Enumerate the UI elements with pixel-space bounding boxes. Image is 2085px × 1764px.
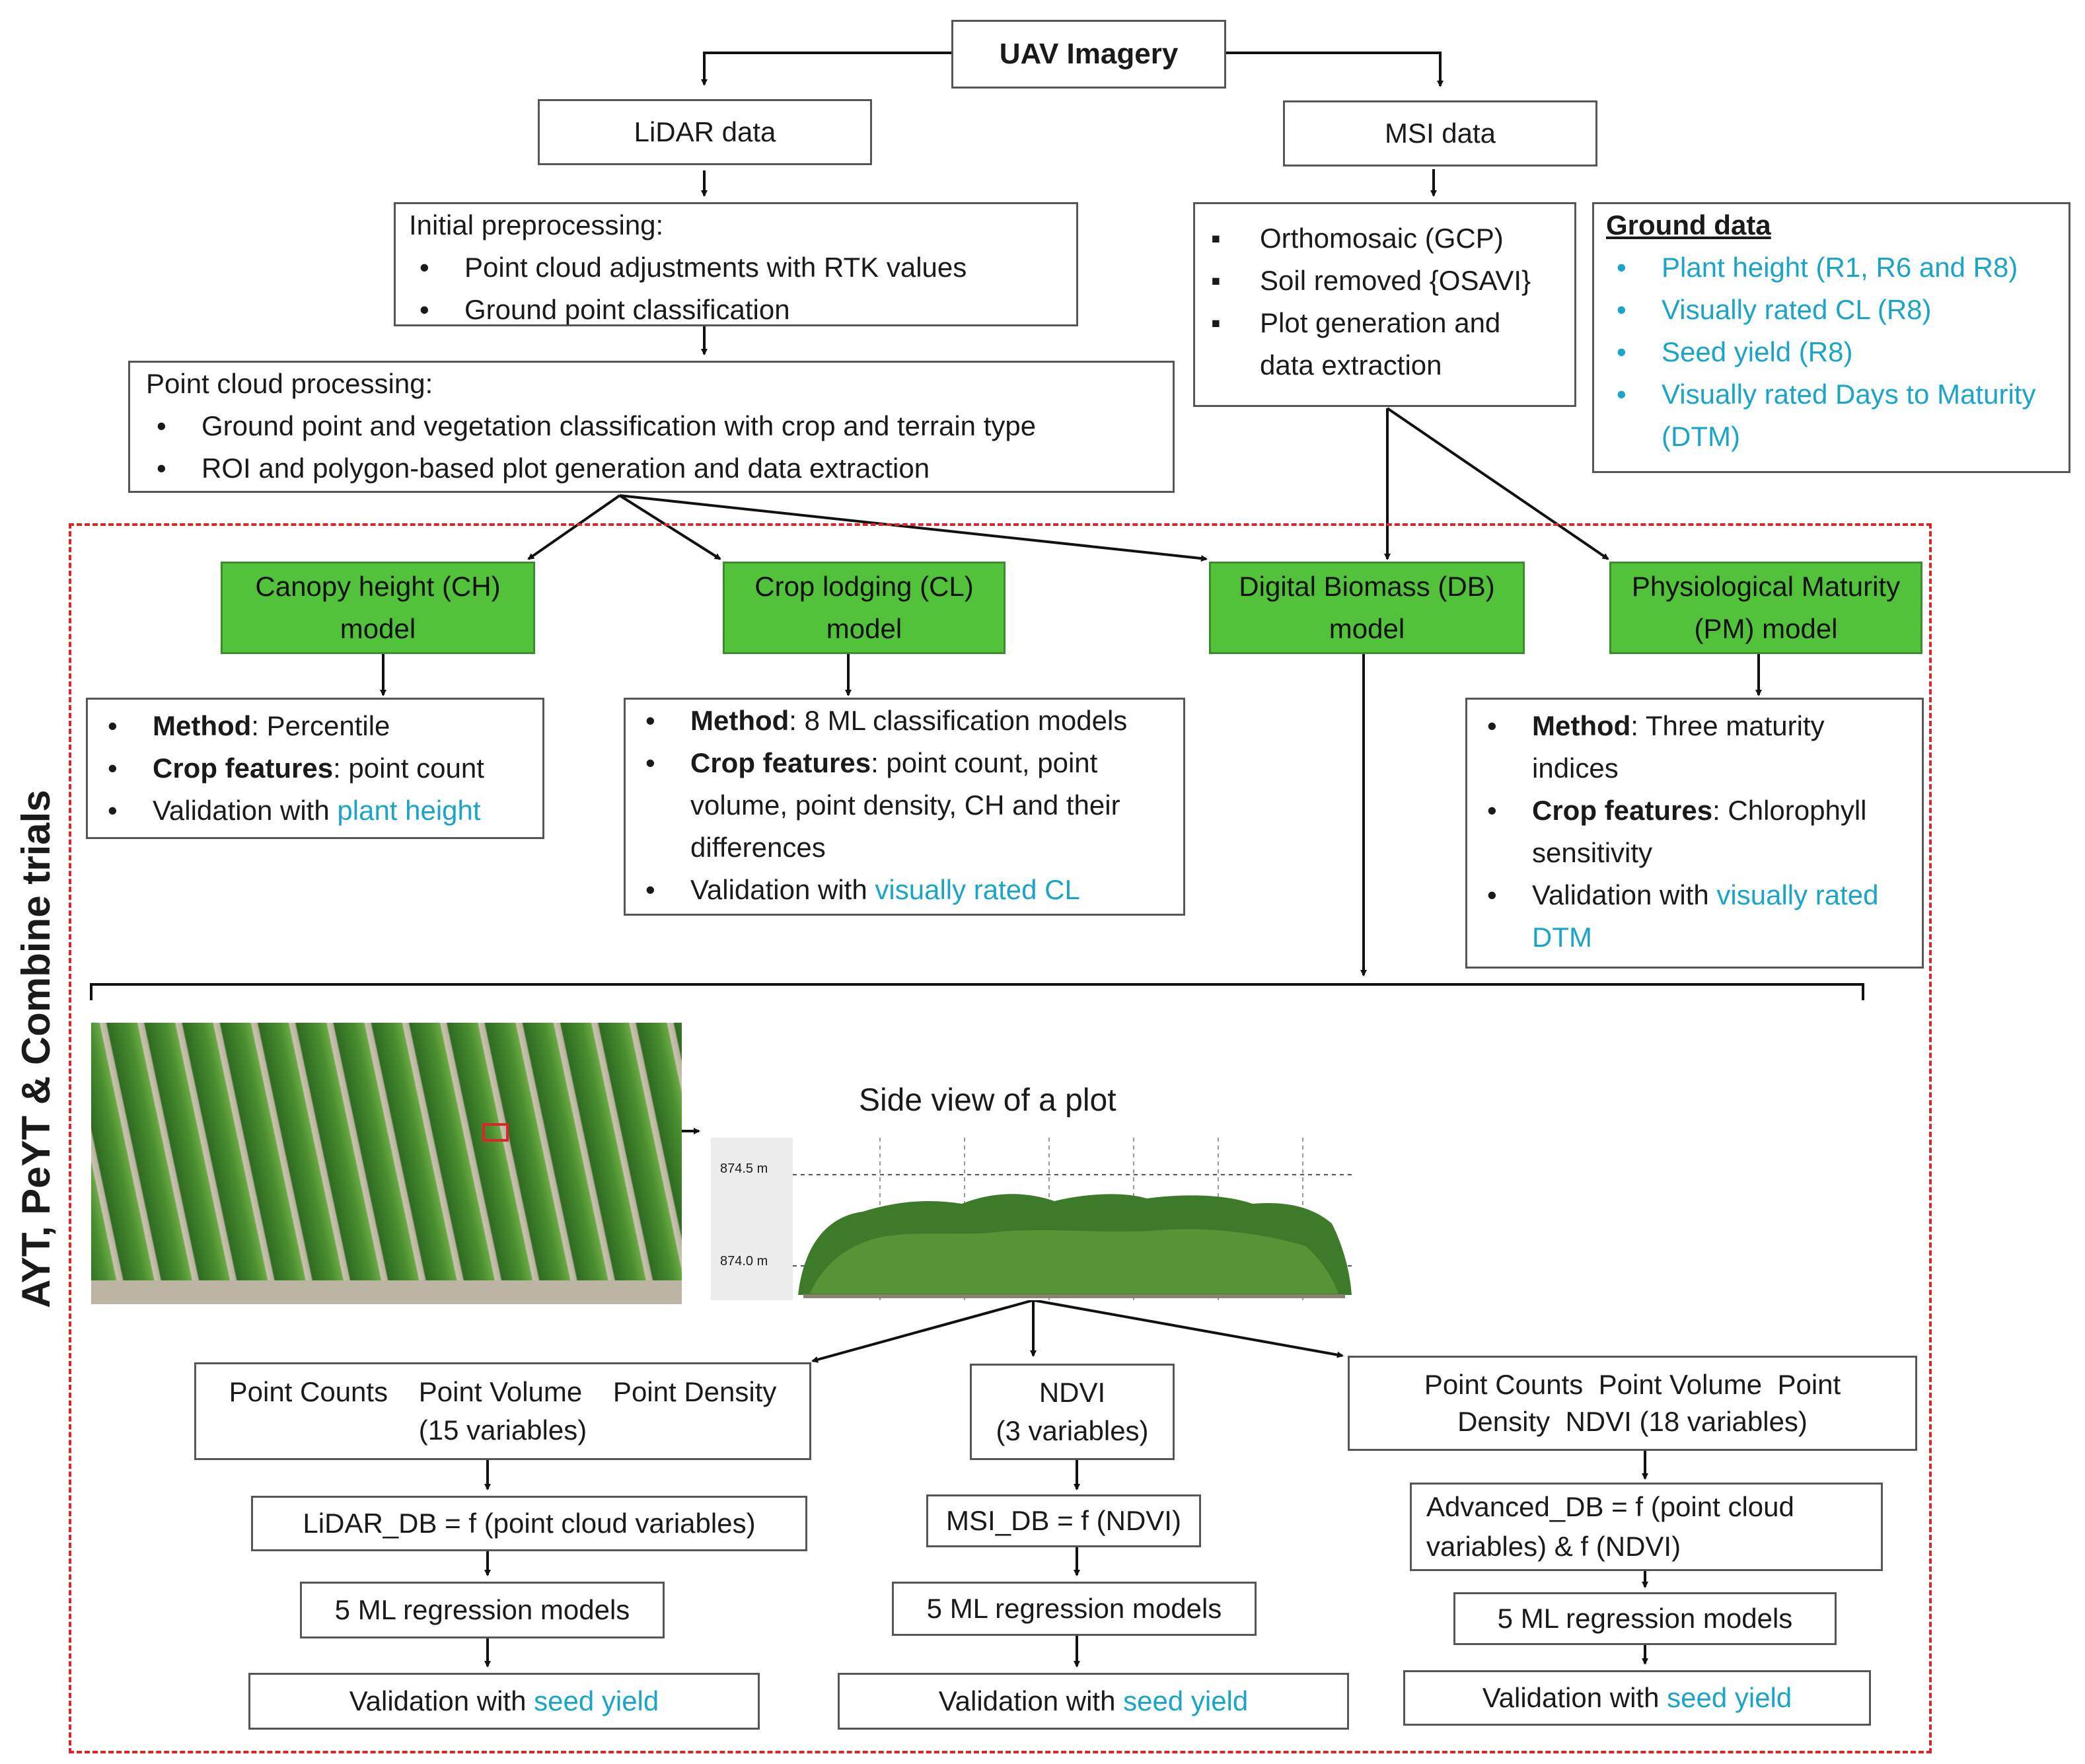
lidar-regression-box: 5 ML regression models — [300, 1582, 665, 1638]
advanced-db-line1: Advanced_DB = f (point cloud — [1426, 1491, 1794, 1522]
initial-item-2: Ground point classification — [409, 289, 1063, 331]
ground-item-3: Seed yield (R8) — [1606, 331, 2057, 373]
lidar-variables-line1: Point Counts Point Volume Point Density — [229, 1376, 777, 1407]
ch-details-box: Method: Percentile Crop features: point … — [86, 698, 544, 839]
pm-validation: Validation with visually rated DTM — [1477, 874, 1913, 959]
ndvi-variables-box: NDVI (3 variables) — [970, 1364, 1175, 1460]
ground-data-title: Ground data — [1606, 209, 1771, 240]
lidar-variables-box: Point Counts Point Volume Point Density … — [194, 1362, 811, 1460]
msi-item-3: Plot generation and data extraction — [1204, 302, 1561, 386]
advanced-validation-target: seed yield — [1667, 1682, 1792, 1713]
ground-item-2: Visually rated CL (R8) — [1606, 289, 2057, 331]
lidar-validation-prefix: Validation with — [349, 1685, 534, 1716]
side-view-title: Side view of a plot — [859, 1083, 1116, 1118]
trials-side-label: AYT, PeYT & Combine trials — [14, 790, 58, 1308]
advanced-db-line2: variables) & f (NDVI) — [1426, 1531, 1681, 1562]
initial-preprocessing-box: Initial preprocessing: Point cloud adjus… — [394, 202, 1078, 331]
pcp-item-2: ROI and polygon-based plot generation an… — [146, 447, 1157, 490]
point-cloud-processing-title: Point cloud processing: — [146, 368, 433, 399]
pm-features: Crop features: Chlorophyll sensitivity — [1477, 790, 1913, 874]
msi-db-box: MSI_DB = f (NDVI) — [926, 1494, 1201, 1547]
crop-lodging-model: Crop lodging (CL) model — [723, 562, 1006, 654]
side-view-tick-upper: 874.5 m — [720, 1161, 768, 1176]
advanced-variables-box: Point Counts Point Volume Point Density … — [1348, 1356, 1917, 1451]
msi-item-1: Orthomosaic (GCP) — [1204, 217, 1561, 260]
selected-plot-marker — [482, 1123, 509, 1142]
lidar-variables-line2: (15 variables) — [418, 1415, 587, 1446]
lidar-db-box: LiDAR_DB = f (point cloud variables) — [251, 1496, 807, 1551]
physiological-maturity-model: Physiological Maturity (PM) model — [1609, 562, 1922, 654]
trials-region — [69, 523, 1932, 1753]
digital-biomass-model: Digital Biomass (DB) model — [1209, 562, 1525, 654]
ground-item-1: Plant height (R1, R6 and R8) — [1606, 246, 2057, 289]
pm-details-box: Method: Three maturity indices Crop feat… — [1465, 698, 1924, 969]
ground-item-4: Visually rated Days to Maturity (DTM) — [1606, 373, 2057, 458]
pm-method: Method: Three maturity indices — [1477, 705, 1913, 790]
lidar-validation-box: Validation with seed yield — [248, 1673, 760, 1730]
ndvi-variables-line2: (3 variables) — [996, 1415, 1149, 1446]
msi-regression-box: 5 ML regression models — [892, 1582, 1257, 1636]
initial-preprocessing-title: Initial preprocessing: — [409, 209, 664, 240]
uav-imagery-box: UAV Imagery — [951, 20, 1226, 89]
canopy-height-model: Canopy height (CH) model — [221, 562, 535, 654]
advanced-validation-box: Validation with seed yield — [1403, 1670, 1871, 1726]
msi-data-box: MSI data — [1283, 100, 1597, 166]
ground-data-box: Ground data Plant height (R1, R6 and R8)… — [1592, 202, 2070, 473]
advanced-variables-line2: Density NDVI (18 variables) — [1457, 1406, 1808, 1437]
advanced-db-box: Advanced_DB = f (point cloud variables) … — [1410, 1483, 1883, 1571]
lidar-validation-target: seed yield — [534, 1685, 659, 1716]
point-cloud-processing-box: Point cloud processing: Ground point and… — [128, 361, 1175, 493]
msi-validation-box: Validation with seed yield — [838, 1673, 1349, 1730]
msi-validation-target: seed yield — [1123, 1685, 1249, 1716]
pcp-item-1: Ground point and vegetation classificati… — [146, 405, 1157, 447]
advanced-variables-line1: Point Counts Point Volume Point — [1424, 1369, 1841, 1400]
advanced-validation-prefix: Validation with — [1482, 1682, 1667, 1713]
cl-validation: Validation with visually rated CL — [635, 869, 1174, 911]
initial-item-1: Point cloud adjustments with RTK values — [409, 246, 1063, 289]
ch-method: Method: Percentile — [97, 705, 533, 747]
advanced-regression-box: 5 ML regression models — [1453, 1592, 1837, 1645]
lidar-data-box: LiDAR data — [538, 99, 872, 165]
msi-validation-prefix: Validation with — [938, 1685, 1124, 1716]
msi-item-2: Soil removed {OSAVI} — [1204, 260, 1561, 302]
side-view-image: 874.5 m 874.0 m — [711, 1138, 1352, 1300]
cl-method: Method: 8 ML classification models — [635, 700, 1174, 742]
ndvi-variables-line1: NDVI — [1039, 1377, 1106, 1408]
field-aerial-image — [91, 1023, 682, 1304]
cl-details-box: Method: 8 ML classification models Crop … — [624, 698, 1185, 916]
ch-features: Crop features: point count — [97, 747, 533, 790]
msi-processing-box: Orthomosaic (GCP) Soil removed {OSAVI} P… — [1193, 202, 1576, 407]
cl-features: Crop features: point count, point volume… — [635, 742, 1174, 869]
side-view-tick-lower: 874.0 m — [720, 1254, 768, 1268]
ch-validation: Validation with plant height — [97, 790, 533, 832]
